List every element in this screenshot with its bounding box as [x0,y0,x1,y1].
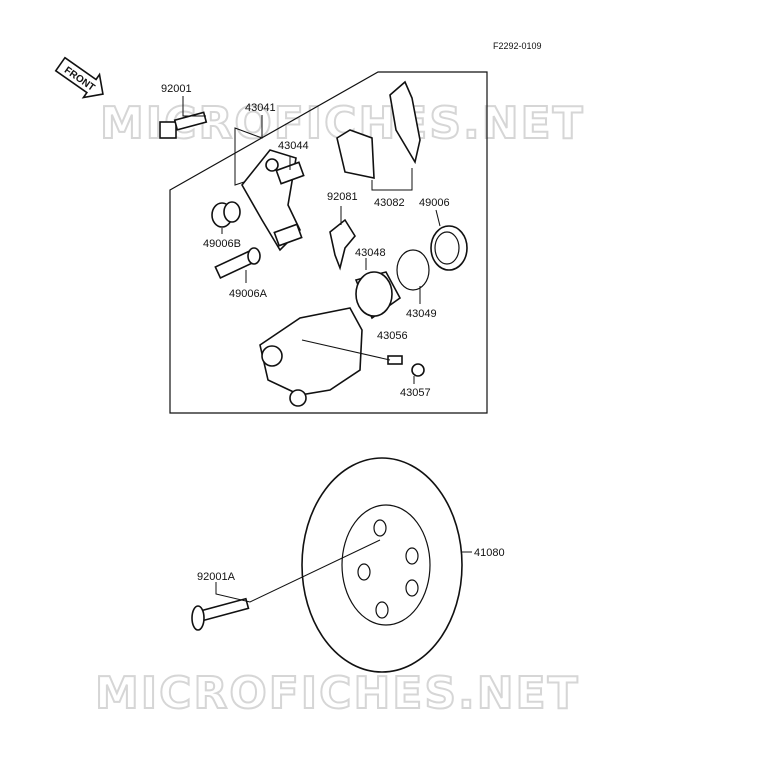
leader-43056 [301,339,391,361]
part-label-43041: 43041 [245,102,276,114]
part-label-43049: 43049 [406,308,437,320]
seal-49006 [430,225,468,271]
leader-92001 [182,96,206,117]
caliper-assembly-border [169,71,488,414]
brake-pad-43082 [336,80,421,191]
part-label-92001A: 92001A [197,571,236,583]
diagram-code: F2292-0109 [493,41,542,51]
piston-43048 [354,271,402,320]
caliper-bracket-43044 [241,149,305,252]
caliper-body [259,307,363,407]
brake-disc-41080 [301,457,463,673]
part-label-43048: 43048 [355,247,386,259]
leader-92001A [215,539,381,603]
watermark-bottom: MICROFICHES.NET [95,668,580,719]
part-label-43056: 43056 [377,330,408,342]
cap-43057 [411,363,425,377]
bolt-92001A [191,597,250,631]
part-label-41080: 41080 [474,547,505,559]
bleeder-valve-43056 [387,355,403,365]
boot-49006B [211,201,241,228]
leader-43041 [234,115,263,186]
part-label-49006A: 49006A [229,288,268,300]
part-label-43082: 43082 [374,197,405,209]
part-label-43044: 43044 [278,140,309,152]
part-label-49006B: 49006B [203,238,241,250]
part-label-49006: 49006 [419,197,450,209]
leader-49006 [435,209,441,227]
spring-92081 [329,218,356,271]
part-label-92001: 92001 [161,83,192,95]
part-label-92081: 92081 [327,191,358,203]
pin-49006A [214,247,261,279]
part-label-43057: 43057 [400,387,431,399]
ring-43049 [396,249,430,291]
